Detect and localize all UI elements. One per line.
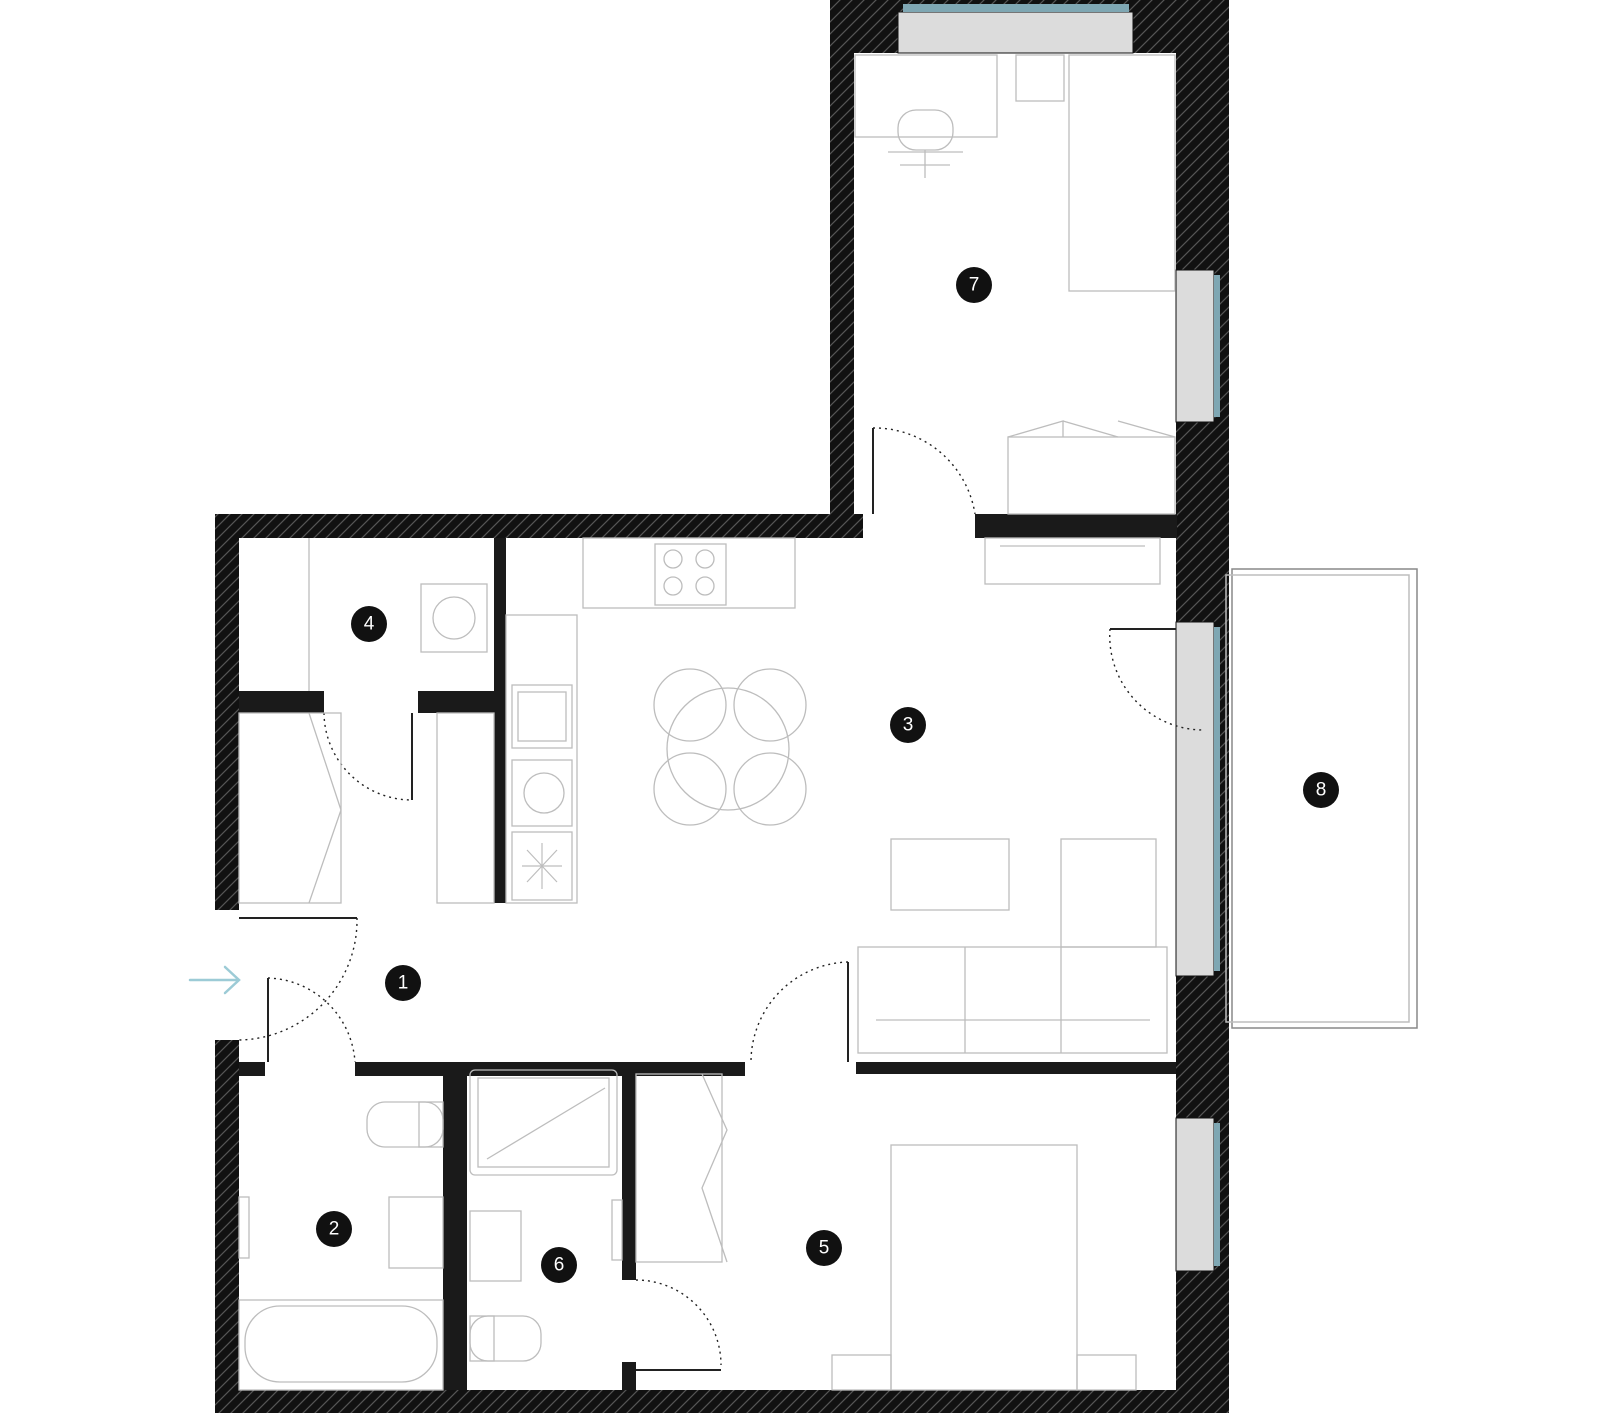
- bedroom-wardrobe: [635, 1073, 723, 1263]
- window-living: [1175, 621, 1215, 977]
- coffee-table: [890, 838, 1010, 911]
- sofa: [857, 946, 1168, 1054]
- svg-text:8: 8: [1316, 780, 1327, 801]
- svg-text:4: 4: [364, 614, 375, 635]
- basin-icon: [388, 1196, 444, 1269]
- shower-basin-icon: [469, 1210, 522, 1282]
- study-desk: [854, 54, 998, 138]
- room-marker-study-bedroom: 7: [956, 267, 992, 303]
- svg-text:6: 6: [554, 1255, 565, 1276]
- room-marker-shower-room: 6: [541, 1247, 577, 1283]
- kitchen-counter-side: [505, 614, 578, 904]
- svg-text:3: 3: [903, 715, 914, 736]
- utility-shelf: [436, 712, 495, 904]
- shower-tray-icon: [469, 1069, 618, 1176]
- entrance-arrow-icon: [188, 965, 241, 995]
- washing-machine-icon: [420, 583, 488, 653]
- doors: [238, 427, 1205, 1371]
- hob-icon: [654, 543, 727, 606]
- svg-text:5: 5: [819, 1238, 830, 1259]
- room-marker-hall: 1: [385, 965, 421, 1001]
- room-marker-bedroom: 5: [806, 1230, 842, 1266]
- dishwasher-icon: [511, 759, 573, 827]
- armchair: [1060, 838, 1157, 948]
- study-wardrobe: [1007, 436, 1176, 515]
- utility-wardrobe: [238, 712, 342, 904]
- room-marker-balcony: 8: [1303, 772, 1339, 808]
- interior-walls: [239, 514, 1177, 1390]
- furniture: [238, 54, 1176, 1391]
- window-bedroom: [1175, 1117, 1215, 1272]
- windows: [897, 4, 1220, 1272]
- svg-text:1: 1: [398, 973, 409, 994]
- office-chair-icon: [888, 109, 963, 178]
- room-marker-living-kitchen: 3: [890, 707, 926, 743]
- nightstand-right: [1076, 1354, 1137, 1391]
- double-bed: [890, 1144, 1078, 1391]
- window-study-top: [897, 11, 1134, 54]
- shower-toilet-icon: [469, 1315, 542, 1362]
- toilet-icon: [366, 1101, 444, 1148]
- svg-text:7: 7: [969, 275, 980, 296]
- study-bed: [1068, 54, 1176, 292]
- window-study-side: [1175, 269, 1215, 423]
- room-marker-bathroom: 2: [316, 1211, 352, 1247]
- balcony: [1225, 568, 1418, 1029]
- sink-icon: [511, 684, 573, 749]
- svg-text:2: 2: [329, 1219, 340, 1240]
- dining-table: [653, 668, 807, 826]
- kitchen-hood: [984, 537, 1161, 585]
- room-marker-utility: 4: [351, 606, 387, 642]
- nightstand-left: [831, 1354, 892, 1391]
- room-labels: 1 2 3 4 5 6 7 8: [316, 267, 1339, 1283]
- bathtub-icon: [238, 1299, 444, 1391]
- kitchen-counter-top: [582, 537, 796, 609]
- freezer-icon: [511, 831, 573, 901]
